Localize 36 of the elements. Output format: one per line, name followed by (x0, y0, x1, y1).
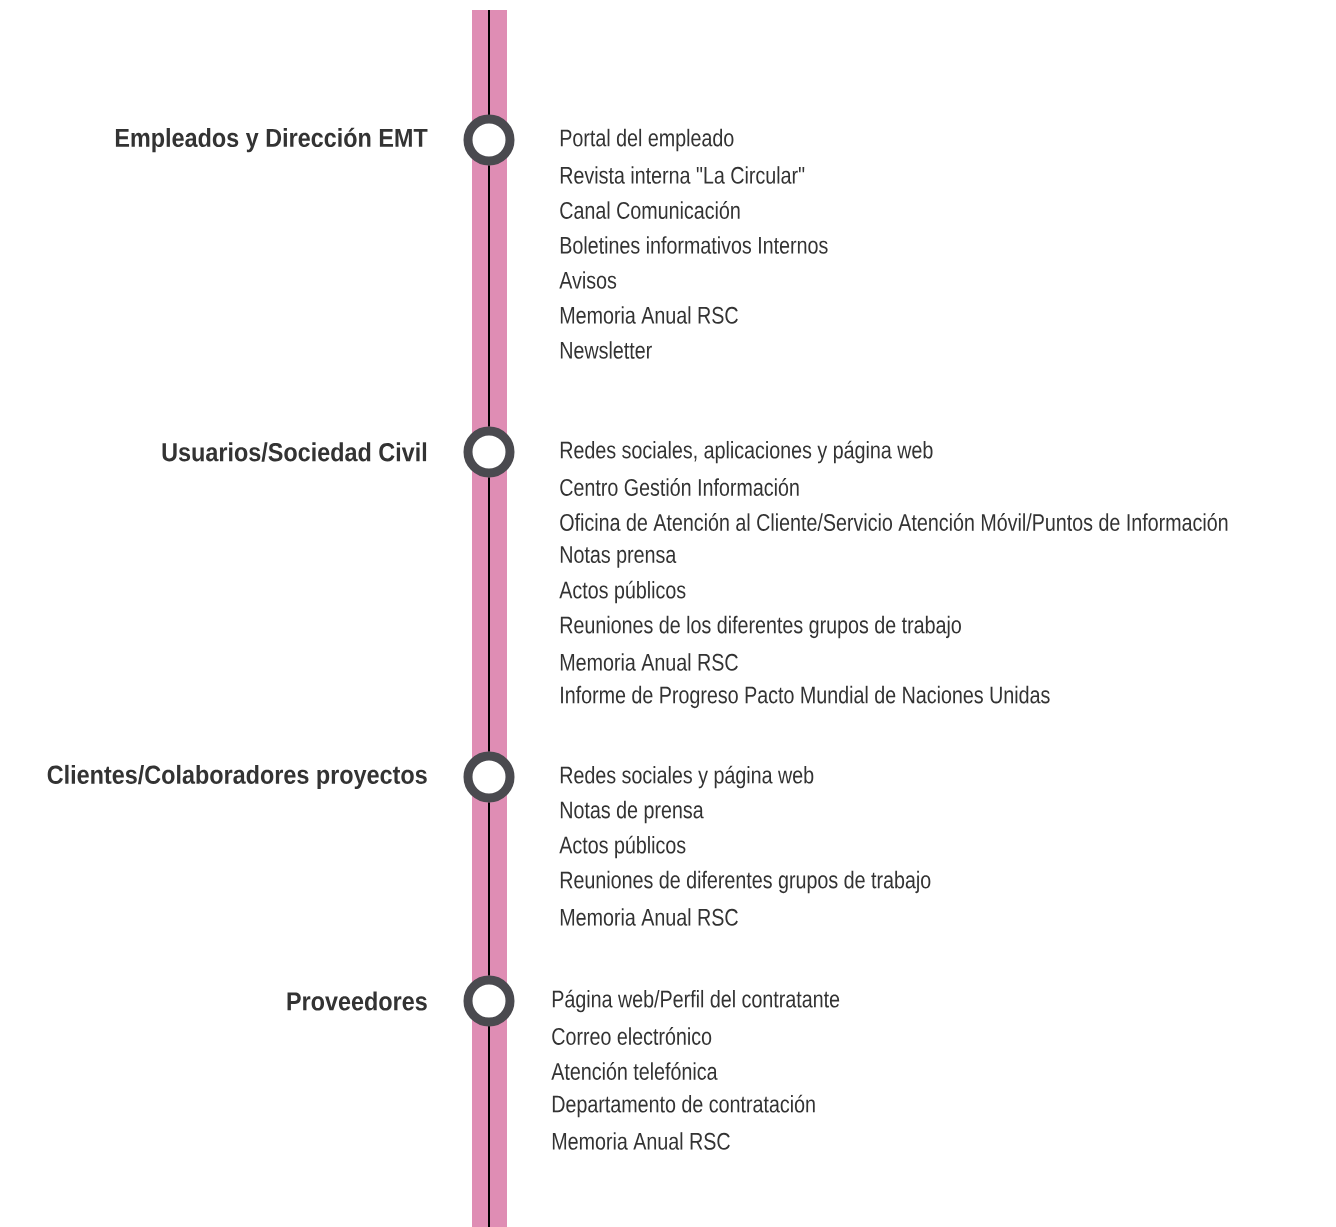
timeline-dot (463, 426, 515, 478)
list-item: Actos públicos (559, 835, 686, 859)
timeline-dot (463, 751, 515, 803)
list-item: Atención telefónica (551, 1062, 718, 1080)
list-item: Newsletter (560, 341, 652, 359)
list-item: Reuniones de diferentes grupos de trabajo (560, 870, 931, 894)
list-item: Notas de prensa (560, 800, 704, 824)
list-item: Oficina de Atención al Cliente/Servicio Atención Móvil/Puntos de Información (560, 513, 1228, 531)
list-item: Departamento de contratación (552, 1094, 815, 1118)
list-item: Redes sociales, aplicaciones y página web (560, 440, 933, 464)
timeline-dot (463, 114, 515, 166)
group-heading: Clientes/Colaboradores proyectos (47, 764, 427, 790)
list-item: Centro Gestión Información (560, 478, 799, 496)
list-item: Correo electrónico (552, 1027, 712, 1045)
list-item: Página web/Perfil del contratante (552, 989, 840, 1013)
list-item: Memoria Anual RSC (552, 1132, 730, 1150)
timeline-dot (463, 975, 515, 1027)
list-item: Revista interna "La Circular" (560, 166, 805, 184)
list-item: Memoria Anual RSC (560, 908, 738, 926)
group-heading: Empleados y Dirección EMT (115, 127, 428, 153)
list-item: Informe de Progreso Pacto Mundial de Naciones Unidas (561, 685, 1050, 709)
list-item: Memoria Anual RSC (560, 306, 738, 324)
list-item: Notas prensa (560, 546, 677, 568)
list-item: Canal Comunicación (560, 201, 740, 219)
list-item: Avisos (559, 271, 617, 289)
group-heading: Usuarios/Sociedad Civil (162, 442, 427, 462)
list-item: Boletines informativos Internos (560, 236, 828, 254)
list-item: Memoria Anual RSC (560, 653, 738, 671)
list-item: Portal del empleado (560, 128, 734, 152)
list-item: Reuniones de los diferentes grupos de trabajo (560, 615, 961, 639)
timeline-line (488, 476, 490, 753)
timeline-line (488, 164, 490, 428)
group-heading: Proveedores (287, 991, 427, 1011)
list-item: Redes sociales y página web (560, 765, 814, 789)
timeline-line (488, 801, 490, 977)
list-item: Actos públicos (559, 580, 686, 604)
